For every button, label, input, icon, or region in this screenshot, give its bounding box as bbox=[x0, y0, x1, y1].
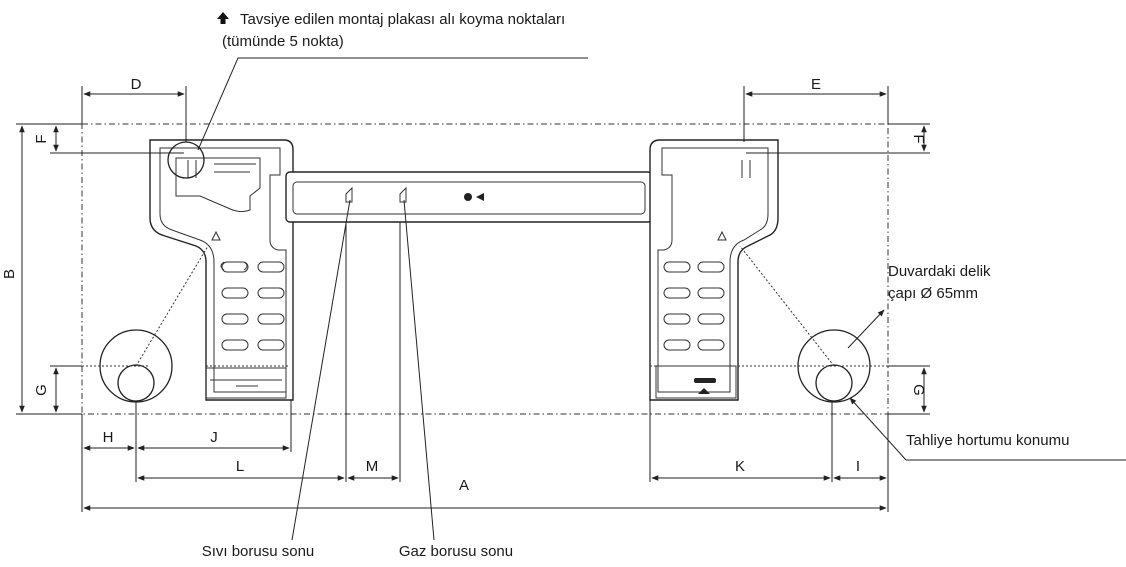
dim-i: I bbox=[856, 458, 860, 475]
right-wall-hole bbox=[739, 245, 871, 403]
center-bar bbox=[285, 171, 653, 223]
dim-l: L bbox=[236, 458, 244, 475]
dim-h: H bbox=[103, 429, 114, 446]
left-wall-hole bbox=[99, 245, 209, 403]
dim-f-left: F bbox=[33, 134, 50, 143]
dim-k: K bbox=[735, 458, 745, 475]
dim-b: B bbox=[1, 269, 18, 279]
mount-points-label: Tavsiye edilen montaj plakası alı koyma … bbox=[240, 11, 565, 28]
dim-m: M bbox=[366, 458, 379, 475]
dim-f-right: F bbox=[910, 134, 927, 143]
dim-g-right: G bbox=[910, 384, 927, 396]
mount-points-count: (tümünde 5 nokta) bbox=[222, 33, 344, 50]
dim-e: E bbox=[811, 76, 821, 93]
gas-pipe-label: Gaz borusu sonu bbox=[399, 543, 513, 560]
dim-j: J bbox=[210, 429, 218, 446]
wall-hole-diameter: çapı Ø 65mm bbox=[888, 285, 978, 302]
dim-d: D bbox=[131, 76, 142, 93]
dim-g-left: G bbox=[33, 384, 50, 396]
dim-a: A bbox=[459, 477, 469, 494]
liquid-pipe-label: Sıvı borusu sonu bbox=[202, 543, 315, 560]
outline-rectangle bbox=[81, 123, 889, 415]
drain-hose-label: Tahliye hortumu konumu bbox=[906, 432, 1069, 449]
arrow-up-icon bbox=[217, 12, 229, 24]
wall-hole-label: Duvardaki delik bbox=[888, 263, 991, 280]
right-bracket bbox=[649, 139, 779, 401]
